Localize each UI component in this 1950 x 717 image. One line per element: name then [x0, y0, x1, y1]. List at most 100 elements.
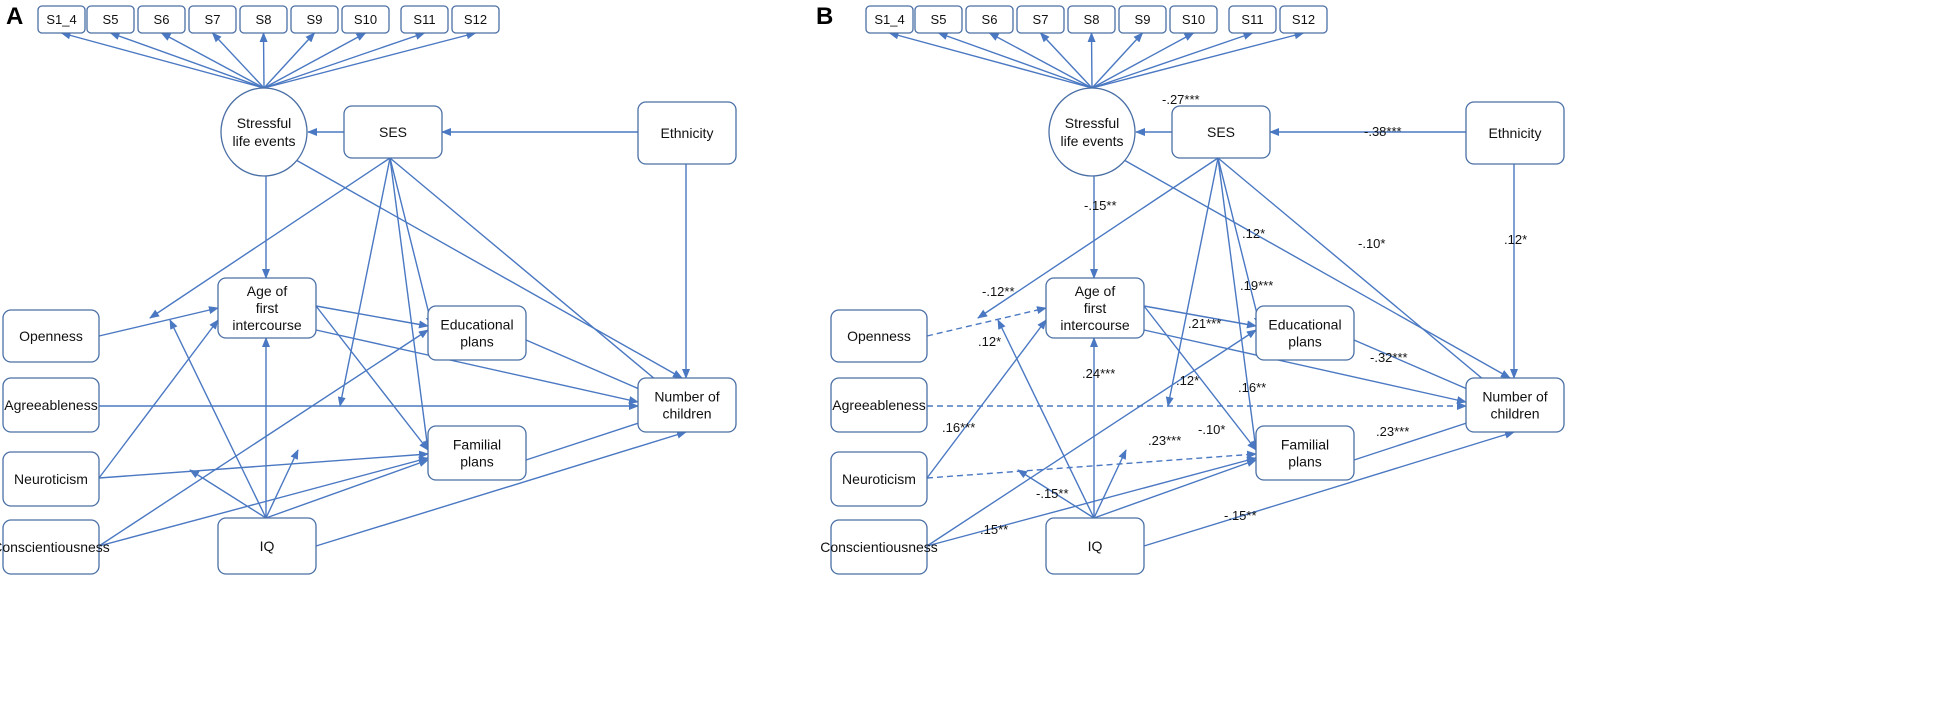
loading-arrow	[263, 32, 426, 89]
node-label: Stressful	[237, 115, 291, 131]
iq-to-familial-path	[1093, 449, 1127, 519]
path-coefficient: -.10*	[1358, 236, 1385, 251]
conscientiousness-node: Conscientiousness	[0, 519, 110, 575]
node-label: Ethnicity	[661, 125, 714, 141]
node-label: children	[662, 406, 711, 422]
node-label: Educational	[440, 317, 513, 333]
ses-to-openness-path	[149, 157, 391, 319]
node-label: Ethnicity	[1489, 125, 1542, 141]
path-coefficient: .16**	[1238, 380, 1266, 395]
ses-to-familial-arrow	[1217, 157, 1259, 451]
node-label: Familial	[453, 437, 501, 453]
ses-to-agreeableness-path	[1165, 157, 1219, 407]
neuroticism-node: Neuroticism	[830, 451, 928, 507]
ses-to-openness-path	[977, 157, 1219, 319]
node-label: Agreeableness	[832, 397, 925, 413]
ethnicity-node: Ethnicity	[1465, 101, 1565, 165]
path-coefficient: .15**	[980, 522, 1008, 537]
item-node: S7	[188, 5, 237, 34]
conscientiousness-to-educational-arrow	[98, 329, 429, 547]
item-node: S6	[965, 5, 1014, 34]
openness-node: Openness	[830, 309, 928, 363]
loading-arrow	[988, 32, 1093, 89]
stressful-life-events-node: Stressful life events	[1048, 87, 1136, 177]
node-label: Age of	[1075, 283, 1116, 299]
conscientiousness-node: Conscientiousness	[820, 519, 938, 575]
item-label: S7	[205, 12, 221, 27]
node-label: Educational	[1268, 317, 1341, 333]
node-label: life events	[1060, 133, 1123, 149]
path-coefficient: -.32***	[1370, 350, 1408, 365]
node-label: plans	[460, 454, 493, 470]
loading-arrow	[937, 32, 1093, 89]
loading-arrow	[1091, 32, 1195, 89]
path-coefficient: .12*	[978, 334, 1001, 349]
item-node: S10	[1169, 5, 1218, 34]
path-coefficient: .16***	[942, 420, 975, 435]
node-label: Conscientiousness	[0, 539, 110, 555]
iq-to-children-arrow	[315, 430, 687, 547]
item-node: S1_4	[37, 5, 86, 34]
item-node: S5	[86, 5, 135, 34]
item-label: S8	[1084, 12, 1100, 27]
loading-arrow	[1087, 32, 1096, 89]
ses-to-agreeableness-path	[337, 157, 391, 407]
item-node: S12	[1279, 5, 1328, 34]
node-label: Stressful	[1065, 115, 1119, 131]
node-label: Number of	[654, 389, 719, 405]
iq-node: IQ	[1045, 517, 1145, 575]
item-label: S5	[103, 12, 119, 27]
path-coefficient: -.12**	[982, 284, 1015, 299]
path-coefficient: .12*	[1176, 373, 1199, 388]
neuroticism-node: Neuroticism	[2, 451, 100, 507]
openness-node: Openness	[2, 309, 100, 363]
item-label: S12	[464, 12, 487, 27]
conscientiousness-to-familial-arrow	[926, 456, 1257, 547]
path-coefficient: .12*	[1504, 232, 1527, 247]
node-label: first	[256, 300, 279, 316]
node-label: plans	[460, 334, 493, 350]
agreeableness-node: Agreeableness	[830, 377, 928, 433]
node-label: Neuroticism	[14, 471, 88, 487]
ses-to-children-arrow	[389, 157, 681, 401]
conscientiousness-to-educational-arrow	[926, 329, 1257, 547]
item-node: S8	[239, 5, 288, 34]
node-label: Agreeableness	[4, 397, 97, 413]
item-node: S10	[341, 5, 390, 34]
age-to-children-arrow	[1143, 329, 1467, 404]
item-node: S6	[137, 5, 186, 34]
ses-to-children-arrow	[1217, 157, 1509, 401]
ses-to-educational-arrow	[1217, 157, 1262, 327]
node-label: first	[1084, 300, 1107, 316]
iq-node: IQ	[217, 517, 317, 575]
ses-to-familial-arrow	[389, 157, 431, 451]
node-label: IQ	[1088, 538, 1103, 554]
neuroticism-to-age-arrow	[98, 319, 219, 479]
iq-to-openness-path	[997, 319, 1095, 519]
path-coefficient: .23***	[1376, 424, 1409, 439]
loading-arrow	[263, 32, 316, 89]
ethnicity-node: Ethnicity	[637, 101, 737, 165]
node-label: Age of	[247, 283, 288, 299]
iq-to-neuroticism-path	[189, 469, 267, 519]
openness-to-age-arrow	[98, 306, 219, 337]
item-label: S5	[931, 12, 947, 27]
item-label: S7	[1033, 12, 1049, 27]
iq-to-neuroticism-path	[1017, 469, 1095, 519]
node-label: intercourse	[1060, 317, 1129, 333]
node-label: Neuroticism	[842, 471, 916, 487]
item-node: S11	[1228, 5, 1277, 34]
loading-arrow	[211, 32, 265, 89]
path-coefficient: .23***	[1148, 433, 1181, 448]
path-coefficient: .24***	[1082, 366, 1115, 381]
stress-to-children-arrow	[295, 159, 683, 379]
node-label: Openness	[847, 328, 911, 344]
item-node: S7	[1016, 5, 1065, 34]
neuroticism-to-familial-arrow	[98, 450, 429, 479]
item-node: S5	[914, 5, 963, 34]
stress-to-children-arrow	[1123, 159, 1511, 379]
